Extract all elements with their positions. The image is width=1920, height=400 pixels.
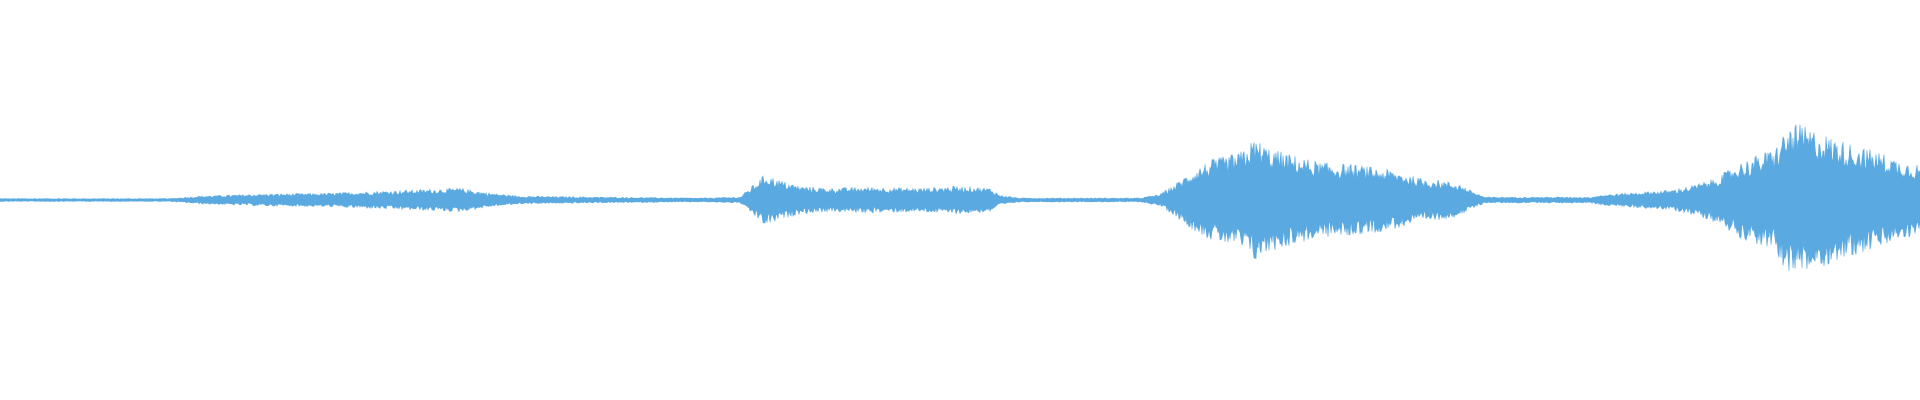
- waveform-path: [0, 124, 1920, 271]
